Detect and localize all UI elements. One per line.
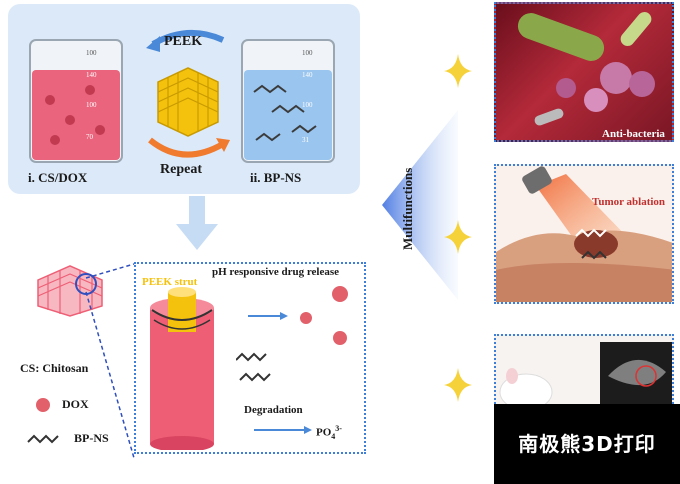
multifunctions-label: Multifunctions <box>400 167 415 250</box>
scaffold-cylinder <box>150 287 214 450</box>
released-dox <box>332 286 348 302</box>
beaker-right-label: ii. BP-NS <box>250 170 302 185</box>
beaker-tick: 100 <box>302 49 313 57</box>
peek-scaffold <box>157 67 219 137</box>
bp-ns-beaker: 100 140 100 31 <box>241 39 335 163</box>
bp-ns-legend-icon <box>27 434 59 444</box>
watermark-text: 南极熊3D打印 <box>518 432 656 456</box>
arrow-head-orange <box>216 138 230 152</box>
tumor-ablation-panel: Tumor ablation <box>494 164 674 304</box>
bp-ns-sheet <box>291 124 317 134</box>
bp-ns-sheet <box>271 104 305 114</box>
dox-particle <box>65 115 75 125</box>
down-arrow <box>176 196 218 250</box>
bacteria-illustration <box>517 12 655 126</box>
peek-strut-label: PEEK strut <box>142 276 198 288</box>
anti-bacteria-label: Anti-bacteria <box>602 128 665 140</box>
bp-ns-solution <box>244 70 332 160</box>
bpns-legend-label: BP-NS <box>74 431 109 445</box>
released-dox <box>333 331 347 345</box>
dox-legend-label: DOX <box>62 397 89 411</box>
cs-dox-beaker: 100 140 100 70 <box>29 39 123 163</box>
po4-subscript: 4 <box>331 431 336 441</box>
zoom-lines <box>85 263 135 459</box>
repeat-label: Repeat <box>160 162 202 177</box>
tumor-illustration <box>496 166 672 302</box>
dox-particle <box>85 85 95 95</box>
cs-dox-solution <box>32 70 120 160</box>
watermark: 南极熊3D打印 <box>494 404 680 484</box>
beaker-tick: 70 <box>86 133 94 141</box>
release-arrow-head <box>280 312 288 320</box>
degradation-label: Degradation <box>244 404 303 416</box>
po4-label: PO43- <box>316 424 342 441</box>
degradation-arrow-head <box>304 426 312 434</box>
beaker-tick: 31 <box>302 136 310 144</box>
po4-text: PO <box>316 426 332 439</box>
anti-bacteria-panel: Anti-bacteria <box>494 2 674 142</box>
beaker-tick: 140 <box>86 71 97 79</box>
beaker-tick: 100 <box>86 49 97 57</box>
beaker-tick: 140 <box>302 71 313 79</box>
bp-ns-sheet <box>255 132 281 142</box>
beaker-tick: 100 <box>302 101 313 109</box>
release-graphic <box>236 286 348 434</box>
sparkle-icon <box>444 220 472 254</box>
beaker-tick: 100 <box>86 101 97 109</box>
arrow-orange <box>148 137 225 158</box>
dox-particle <box>50 135 60 145</box>
bp-ns-sheet <box>239 372 271 382</box>
ph-release-label: pH responsive drug release <box>212 266 340 278</box>
drug-release-box <box>134 262 366 454</box>
multifunctions-glow <box>382 110 458 300</box>
beaker-left-label: i. CS/DOX <box>28 170 88 185</box>
peek-label: PEEK <box>164 34 203 49</box>
sparkle-icon <box>444 368 472 402</box>
peek-cycle-graphic <box>146 29 230 158</box>
bp-ns-sheet <box>253 84 287 94</box>
released-dox <box>300 312 312 324</box>
dox-particle <box>95 125 105 135</box>
arrow-head-blue <box>146 36 160 52</box>
sparkle-icon <box>444 54 472 88</box>
po4-superscript: 3- <box>335 424 342 433</box>
coated-scaffold <box>37 265 103 317</box>
dox-particle <box>45 95 55 105</box>
tumor-ablation-label: Tumor ablation <box>592 196 666 208</box>
cs-legend-label: CS: Chitosan <box>20 361 89 375</box>
dox-legend-icon <box>36 398 50 412</box>
bp-ns-sheet <box>236 352 267 362</box>
